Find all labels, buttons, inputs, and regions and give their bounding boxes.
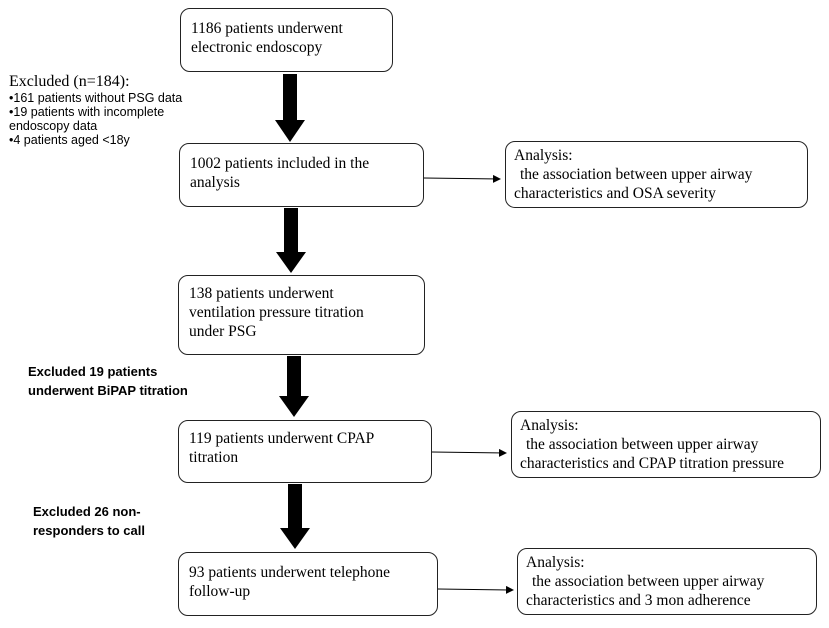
box-analysis-included-line-1: 1002 patients included in the (190, 155, 370, 172)
down-arrow-3 (279, 356, 309, 417)
box-titration-line-1: 138 patients underwent (189, 285, 334, 302)
box-endoscopy: 1186 patients underwent electronic endos… (180, 8, 393, 72)
analysis-adherence-heading: Analysis: (526, 554, 585, 571)
box-endoscopy-line-2: electronic endoscopy (191, 39, 323, 56)
analysis-osa-severity-heading: Analysis: (514, 147, 573, 164)
box-analysis-included-line-2: analysis (190, 174, 240, 191)
box-telephone: 93 patients underwent telephone follow-u… (178, 552, 438, 616)
exclusion-note-3-line-1: Excluded 26 non- (33, 504, 141, 519)
box-endoscopy-line-1: 1186 patients underwent (191, 20, 343, 37)
box-telephone-line-2: follow-up (189, 583, 251, 600)
exclusion-note-1-item-4: •4 patients aged <18y (9, 133, 130, 147)
box-analysis-included: 1002 patients included in the analysis (179, 143, 424, 207)
exclusion-note-1-item-2: •19 patients with incomplete (9, 105, 165, 119)
analysis-osa-severity-line-2: characteristics and OSA severity (514, 185, 716, 202)
exclusion-note-2-line-1: Excluded 19 patients (28, 364, 158, 379)
box-cpap: 119 patients underwent CPAP titration (178, 420, 432, 483)
right-arrow-1 (423, 174, 501, 183)
analysis-adherence: Analysis: the association between upper … (517, 548, 817, 615)
exclusion-note-1-title: Excluded (n=184): (9, 73, 130, 90)
box-telephone-line-1: 93 patients underwent telephone (189, 564, 391, 581)
analysis-osa-severity: Analysis: the association between upper … (505, 141, 808, 208)
analysis-osa-severity-line-1: the association between upper airway (520, 166, 753, 183)
right-arrow-2 (431, 448, 507, 457)
analysis-cpap-pressure-heading: Analysis: (520, 417, 579, 434)
exclusion-note-1: Excluded (n=184): •161 patients without … (9, 72, 199, 147)
box-titration: 138 patients underwent ventilation press… (178, 275, 425, 355)
analysis-cpap-pressure-line-1: the association between upper airway (526, 436, 759, 453)
box-cpap-line-2: titration (189, 449, 239, 466)
box-titration-line-3: under PSG (189, 323, 257, 340)
exclusion-note-1-item-3: endoscopy data (9, 119, 98, 133)
analysis-cpap-pressure: Analysis: the association between upper … (511, 411, 821, 478)
exclusion-note-3: Excluded 26 non- responders to call (33, 502, 183, 540)
analysis-adherence-line-1: the association between upper airway (532, 573, 765, 590)
exclusion-note-1-item-1: •161 patients without PSG data (9, 91, 183, 105)
box-cpap-line-1: 119 patients underwent CPAP (189, 430, 375, 447)
right-arrow-3 (437, 585, 514, 594)
analysis-adherence-line-2: characteristics and 3 mon adherence (526, 592, 751, 609)
down-arrow-4 (280, 484, 310, 549)
down-arrow-2 (276, 208, 306, 273)
exclusion-note-2-line-2: underwent BiPAP titration (28, 383, 188, 398)
analysis-cpap-pressure-line-2: characteristics and CPAP titration press… (520, 455, 785, 472)
down-arrow-1 (275, 74, 305, 142)
box-titration-line-2: ventilation pressure titration (189, 304, 364, 321)
exclusion-note-2: Excluded 19 patients underwent BiPAP tit… (28, 362, 198, 400)
exclusion-note-3-line-2: responders to call (33, 523, 145, 538)
